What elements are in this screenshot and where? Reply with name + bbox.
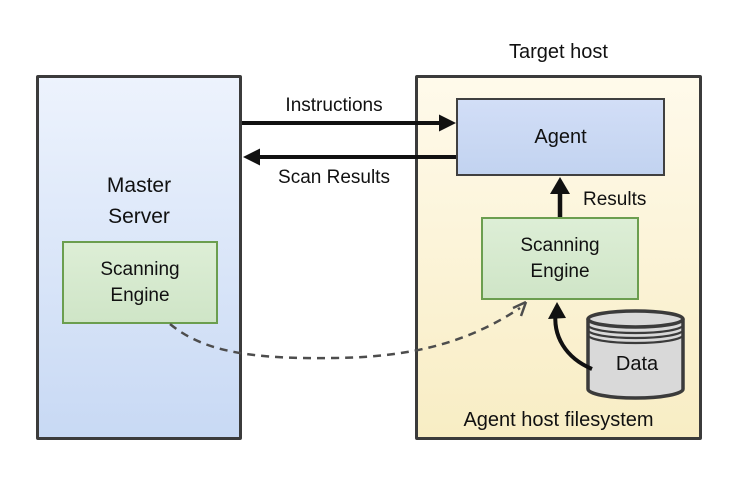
agent-box: Agent — [456, 98, 665, 176]
target-host-title: Target host — [509, 41, 608, 63]
master-scanning-engine-label: Scanning Engine — [100, 258, 180, 306]
data-cylinder-label: Data — [615, 353, 659, 375]
agent-host-filesystem-label: Agent host filesystem — [463, 409, 654, 431]
target-scanning-engine-box: Scanning Engine — [481, 217, 639, 300]
master-scanning-engine-box: Scanning Engine — [62, 241, 218, 324]
instructions-arrow-label: Instructions — [285, 95, 383, 116]
agent-label: Agent — [534, 125, 587, 148]
master-server-label: Master Server — [106, 174, 172, 228]
results-arrow-label: Results — [583, 189, 647, 210]
scan-results-arrow-label: Scan Results — [278, 167, 390, 188]
target-scanning-engine-label: Scanning Engine — [520, 234, 600, 282]
